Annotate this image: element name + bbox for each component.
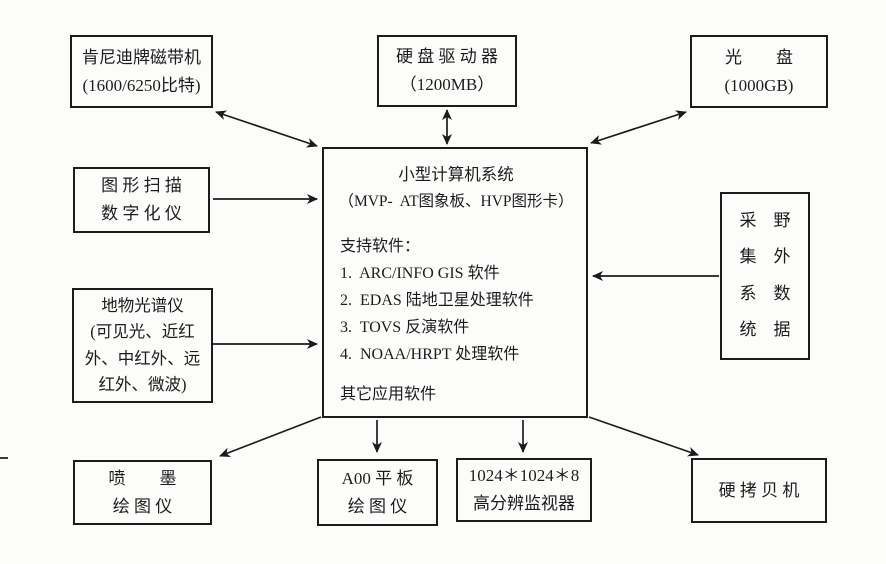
tape-drive-box: 肯尼迪牌磁带机 (1600/6250比特) bbox=[70, 35, 213, 108]
monitor-label-line1: 1024＊1024＊8 bbox=[468, 466, 580, 486]
scan-artifact bbox=[0, 457, 8, 459]
field-data-row1: 采 野 bbox=[739, 210, 791, 230]
arrow-center-inkjet-plotter bbox=[219, 416, 322, 458]
inkjet-plotter-label-line2: 绘 图 仪 bbox=[112, 496, 173, 516]
spacer bbox=[336, 368, 576, 381]
flatbed-plotter-box: A00 平 板 绘 图 仪 bbox=[317, 459, 438, 526]
inkjet-plotter-box: 喷 墨 绘 图 仪 bbox=[73, 460, 212, 525]
spectrometer-box: 地物光谱仪 (可见光、近红 外、中红外、远 红外、微波) bbox=[72, 288, 213, 403]
spectrometer-label-line4: 红外、微波) bbox=[98, 374, 187, 394]
arrow-tape-drive-center bbox=[215, 110, 318, 148]
hard-disk-label-line2: （1200MB） bbox=[399, 75, 495, 94]
monitor-box: 1024＊1024＊8 高分辨监视器 bbox=[456, 458, 592, 522]
hard-disk-box: 硬 盘 驱 动 器 （1200MB） bbox=[377, 35, 517, 107]
spectrometer-label-line1: 地物光谱仪 bbox=[101, 295, 184, 315]
field-data-row2: 集 外 bbox=[739, 247, 791, 267]
field-data-row3: 系 数 bbox=[739, 283, 791, 303]
scanner-digitizer-label-line2: 数 字 化 仪 bbox=[101, 204, 182, 223]
software-header: 支持软件： bbox=[340, 238, 421, 255]
optical-disc-label-line2: (1000GB) bbox=[724, 75, 794, 95]
arrow-center-hardcopy bbox=[588, 416, 699, 457]
system-subtitle: （MVP- AT图象板、HVP图形卡） bbox=[338, 193, 574, 210]
central-computer-system-box: 小型计算机系统 （MVP- AT图象板、HVP图形卡） 支持软件： 1. ARC… bbox=[322, 147, 588, 418]
spacer bbox=[336, 215, 576, 233]
tape-drive-label-line1: 肯尼迪牌磁带机 bbox=[82, 47, 201, 67]
hardcopy-machine-box: 硬 拷 贝 机 bbox=[691, 458, 827, 523]
software-item-4: 4. NOAA/HRPT 处理软件 bbox=[340, 346, 520, 363]
software-item-3: 3. TOVS 反演软件 bbox=[340, 319, 470, 336]
spectrometer-label-line2: (可见光、近红 bbox=[90, 322, 195, 342]
system-title: 小型计算机系统 bbox=[398, 165, 514, 184]
flatbed-plotter-label-line2: 绘 图 仪 bbox=[347, 496, 408, 516]
tape-drive-label-line2: (1600/6250比特) bbox=[82, 75, 201, 95]
spectrometer-label-line3: 外、中红外、远 bbox=[84, 348, 201, 368]
software-item-1: 1. ARC/INFO GIS 软件 bbox=[340, 265, 500, 282]
optical-disc-label-line1: 光 盘 bbox=[725, 47, 793, 67]
flatbed-plotter-label-line1: A00 平 板 bbox=[341, 468, 414, 488]
hard-disk-label-line1: 硬 盘 驱 动 器 bbox=[396, 47, 498, 67]
field-data-collection-box: 采 野 集 外 系 数 统 据 bbox=[720, 192, 810, 360]
other-software-label: 其它应用软件 bbox=[340, 386, 437, 403]
arrow-optical-disc-center bbox=[590, 110, 687, 145]
field-data-row4: 统 据 bbox=[739, 320, 791, 340]
optical-disc-box: 光 盘 (1000GB) bbox=[690, 35, 828, 108]
software-item-2: 2. EDAS 陆地卫星处理软件 bbox=[340, 292, 534, 309]
scanner-digitizer-box: 图 形 扫 描 数 字 化 仪 bbox=[73, 167, 210, 233]
hardcopy-machine-label: 硬 拷 贝 机 bbox=[718, 480, 800, 500]
monitor-label-line2: 高分辨监视器 bbox=[473, 494, 575, 513]
scanner-digitizer-label-line1: 图 形 扫 描 bbox=[101, 176, 182, 196]
inkjet-plotter-label-line1: 喷 墨 bbox=[108, 468, 177, 488]
